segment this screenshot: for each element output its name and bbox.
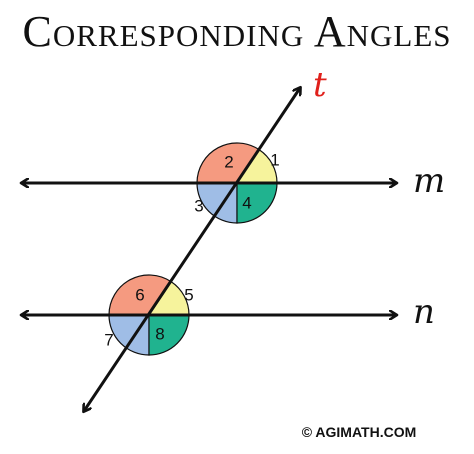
- line-m-label: m: [413, 161, 445, 201]
- angle-label-1: 1: [270, 150, 279, 169]
- angle-label-3: 3: [194, 196, 203, 215]
- angle-label-6: 6: [135, 285, 144, 304]
- transversal-label: t: [313, 65, 327, 105]
- copyright-notice: © AGIMATH.COM: [302, 424, 417, 440]
- angle-number-labels: 1 2 3 4 5 6 7 8: [104, 150, 279, 349]
- line-n-label: n: [413, 292, 435, 332]
- angle-label-8: 8: [155, 324, 164, 343]
- angle-label-7: 7: [104, 330, 113, 349]
- page-title: Corresponding Angles: [23, 7, 452, 56]
- angle-label-5: 5: [184, 285, 193, 304]
- transversal-line-t: [84, 88, 300, 411]
- angle-label-4: 4: [242, 193, 251, 212]
- angle-label-2: 2: [224, 152, 233, 171]
